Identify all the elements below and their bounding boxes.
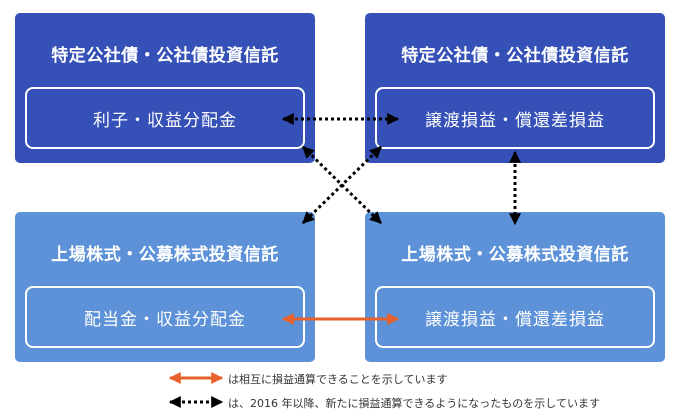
box-title: 特定公社債・公社債投資信託 (401, 46, 629, 66)
box-stocks-capital: 上場株式・公募株式投資信託 譲渡損益・償還差損益 (365, 212, 665, 362)
box-title: 上場株式・公募株式投資信託 (401, 245, 629, 265)
box-title: 特定公社債・公社債投資信託 (51, 46, 279, 66)
legend-dotted-text: は、2016 年以降、新たに損益通算できるようになったものを示しています (228, 397, 600, 410)
box-title: 上場株式・公募株式投資信託 (51, 245, 279, 265)
box-stocks-income: 上場株式・公募株式投資信託 配当金・収益分配金 (15, 212, 315, 362)
dotted-arrow-bond-gains-to-dividends (301, 145, 383, 225)
box-bonds-capital: 特定公社債・公社債投資信託 譲渡損益・償還差損益 (365, 13, 665, 163)
legend-solid-text: は相互に損益通算できることを示しています (228, 373, 448, 386)
